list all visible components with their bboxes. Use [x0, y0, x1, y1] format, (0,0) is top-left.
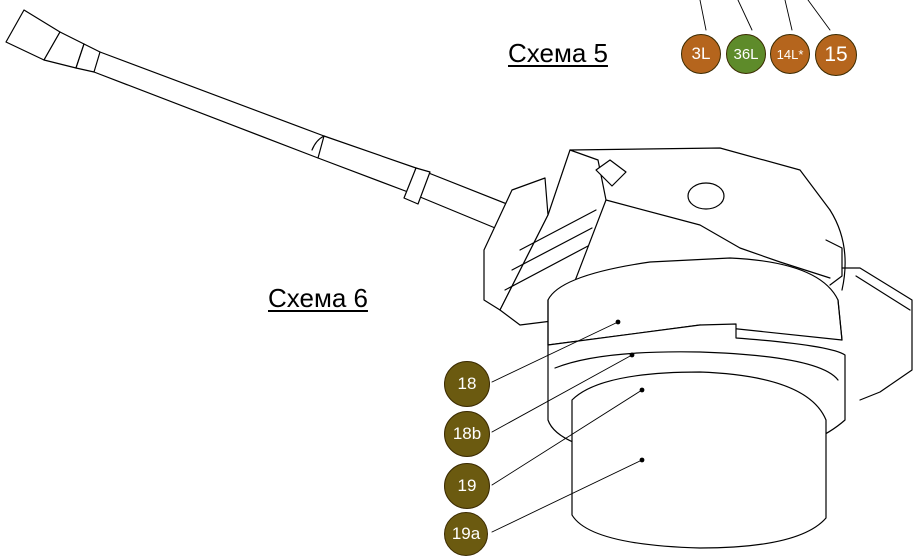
leader-lines — [491, 0, 831, 533]
pointer-dots — [615, 319, 645, 463]
badge-14l: 14L* — [770, 34, 810, 74]
scheme-5-heading: Схема 5 — [508, 38, 608, 68]
cylinder-18 — [547, 257, 843, 346]
badge-18: 18 — [444, 361, 490, 407]
badge-3l: 3L — [681, 34, 721, 74]
bracket — [483, 147, 913, 401]
badge-19a: 19a — [444, 512, 488, 556]
cylinder-19 — [571, 371, 827, 549]
cable — [5, 9, 513, 231]
badge-36l: 36L — [726, 34, 766, 74]
badge-19: 19 — [444, 463, 490, 509]
badge-18b: 18b — [444, 411, 490, 457]
badge-15: 15 — [815, 34, 857, 76]
scheme-6-heading: Схема 6 — [268, 283, 368, 313]
